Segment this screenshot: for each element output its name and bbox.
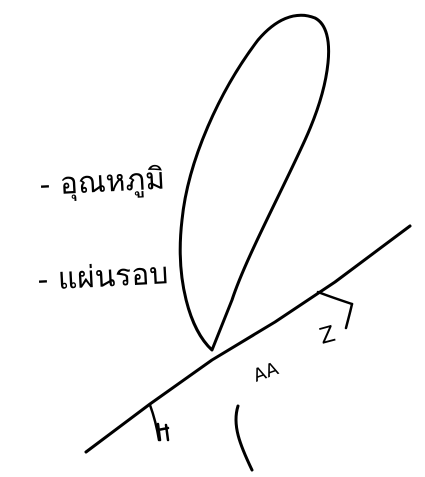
- right-tick-stroke: [316, 290, 354, 306]
- bottom-curve-stroke: [234, 404, 254, 472]
- diagonal-line-stroke: [84, 224, 412, 454]
- leaf-loop-stroke: [178, 13, 331, 352]
- handwritten-mark-b: Z: [317, 322, 338, 350]
- left-char-stroke: [156, 422, 170, 442]
- handwritten-note-1: - อุณหภูมิ: [39, 161, 166, 204]
- note-group: - อุณหภูมิ - แผ่นรอบ AA Z h: [37, 161, 339, 386]
- right-tick-stroke-2: [344, 302, 354, 330]
- handwritten-note-2: - แผ่นรอบ: [37, 256, 170, 298]
